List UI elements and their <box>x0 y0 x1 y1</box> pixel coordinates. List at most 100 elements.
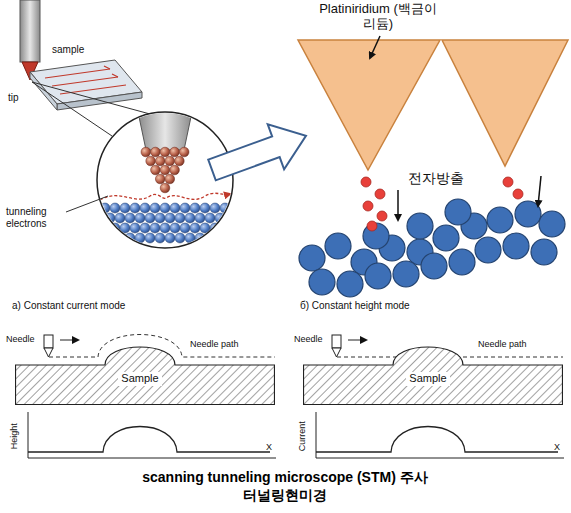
platiniridium-tip <box>298 40 568 170</box>
sample-atom <box>165 233 175 243</box>
text-label: Needle path <box>190 339 239 349</box>
tip-atom <box>175 156 185 166</box>
sample-atom <box>150 223 160 233</box>
sample-atom <box>130 203 140 213</box>
sample-atom <box>110 223 120 233</box>
sample-atom <box>100 203 110 213</box>
tunneling-path <box>100 193 230 200</box>
sample-atom <box>180 223 190 233</box>
tip-atom <box>179 147 189 157</box>
sample-atom <box>220 223 230 233</box>
sample-atom <box>95 233 105 243</box>
axis-label: Current <box>297 421 307 451</box>
sample-atom <box>120 203 130 213</box>
text-label: Needle <box>6 334 35 344</box>
sample-atom <box>125 213 135 223</box>
sample-atom <box>309 269 335 295</box>
sample-atom <box>449 249 475 275</box>
text-label: X <box>554 442 560 452</box>
sample-block: Sample <box>303 345 563 405</box>
sample-atom <box>210 203 220 213</box>
sample-atom <box>170 223 180 233</box>
leader-line <box>66 196 108 212</box>
sample-atom <box>299 245 325 271</box>
electron <box>503 177 513 187</box>
sample-atom <box>205 233 215 243</box>
sample-atom <box>165 213 175 223</box>
sample-atom <box>210 223 220 233</box>
sample-label: Sample <box>406 372 449 385</box>
sample-outline <box>304 347 563 405</box>
sample-atom <box>115 233 125 243</box>
sample-atom <box>90 223 100 233</box>
electron <box>375 189 385 199</box>
sample-atom <box>200 203 210 213</box>
sample-atom <box>115 213 125 223</box>
text-label: Needle path <box>478 339 527 349</box>
text-label: sample <box>52 44 84 56</box>
tip-atom <box>160 147 170 157</box>
sample-atom <box>433 225 459 251</box>
sample-atom <box>225 233 235 243</box>
sample-atom <box>160 223 170 233</box>
electron <box>361 177 371 187</box>
sample-atom <box>407 213 433 239</box>
sample-atom <box>155 233 165 243</box>
sample-atom <box>487 207 513 233</box>
tip-atom <box>160 183 170 193</box>
text-label: Needle <box>294 334 323 344</box>
sample-atom <box>175 213 185 223</box>
text-label: tunneling electrons <box>6 206 76 229</box>
tip-atom <box>165 174 175 184</box>
sample-atom <box>145 233 155 243</box>
text-label: a) Constant current mode <box>12 300 125 312</box>
sample-atom <box>155 213 165 223</box>
sample-atom <box>105 233 115 243</box>
current-graph <box>316 412 564 458</box>
caption: scanning tunneling microscope (STM) 주사터널… <box>140 468 430 504</box>
sample-slab <box>30 60 142 110</box>
zoom-arrow <box>204 113 314 192</box>
height-graph <box>28 412 276 458</box>
sample-atom <box>230 203 240 213</box>
sample-atom <box>185 213 195 223</box>
sample-atom <box>230 223 240 233</box>
sample-atom <box>200 223 210 233</box>
axis-label: Height <box>9 423 19 449</box>
sample-atom <box>220 203 230 213</box>
sample-block: Sample <box>15 345 275 405</box>
text-label: X <box>266 442 272 452</box>
sample-atom <box>225 213 235 223</box>
tip-atom <box>146 156 156 166</box>
sample-atom <box>145 213 155 223</box>
sample-atom <box>180 203 190 213</box>
sample-atom <box>195 233 205 243</box>
sample-atom <box>325 233 351 259</box>
sample-atom <box>190 223 200 233</box>
sample-atom <box>170 203 180 213</box>
sample-atom <box>445 199 471 225</box>
tip-atom <box>155 156 165 166</box>
tip-holder <box>20 0 40 80</box>
sample-atom <box>185 233 195 243</box>
sample-atom <box>337 271 363 297</box>
sample-atom <box>421 253 447 279</box>
sample-atom <box>515 201 541 227</box>
sample-atom <box>475 237 501 263</box>
sample-atom <box>150 203 160 213</box>
sample-atom <box>215 233 225 243</box>
sample-atom <box>100 223 110 233</box>
sample-atom <box>539 211 565 237</box>
sample-atom <box>531 239 557 265</box>
sample-atom <box>90 203 100 213</box>
tip-atom <box>141 147 151 157</box>
sample-atom <box>140 223 150 233</box>
sample-label: Sample <box>118 372 161 385</box>
sample-atom <box>120 223 130 233</box>
sample-atom <box>140 203 150 213</box>
tip-atom <box>155 174 165 184</box>
sample-atom <box>190 203 200 213</box>
tip-atom <box>151 165 161 175</box>
needle <box>44 335 78 357</box>
